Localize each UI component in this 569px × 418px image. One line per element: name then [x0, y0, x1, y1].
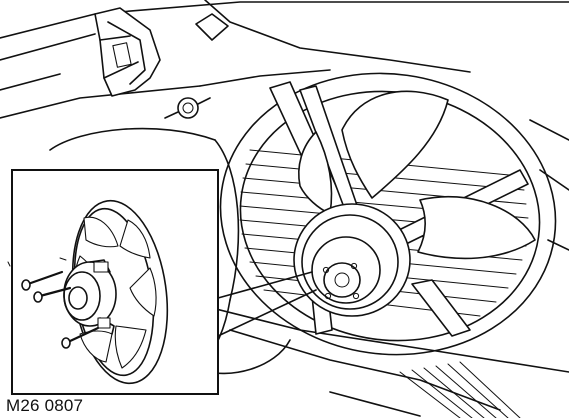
fan-motor-hub	[293, 203, 411, 317]
callout-leader-lines	[217, 271, 317, 337]
screw-3	[61, 326, 100, 349]
edge-detail-marks	[7, 257, 67, 267]
screw-2	[33, 286, 72, 303]
main-fan-blades	[298, 90, 536, 260]
figure-reference-code: M26 0807	[6, 396, 84, 415]
inset-fan-assembly	[63, 199, 169, 385]
electrical-connector-bracket	[94, 7, 211, 119]
alignment-arrow-marker	[195, 13, 229, 41]
inset-detail-box	[11, 169, 219, 395]
screw-1	[21, 270, 64, 291]
fixing-screws	[21, 270, 100, 349]
